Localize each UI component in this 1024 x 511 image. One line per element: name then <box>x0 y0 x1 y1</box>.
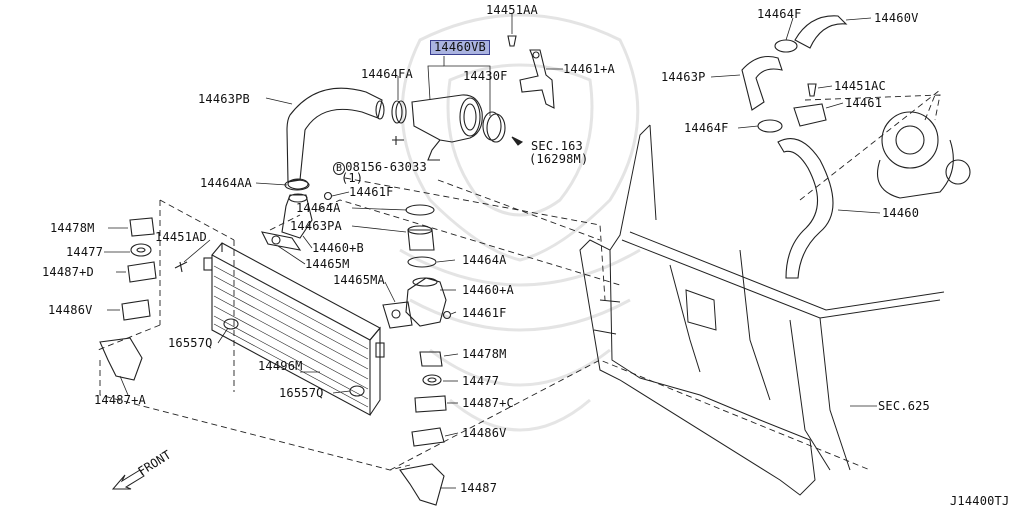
sec163-arrow <box>511 136 524 146</box>
label-14460A: 14460+A <box>462 283 514 297</box>
label-14451AC: 14451AC <box>834 79 886 93</box>
label-14463PB: 14463PB <box>198 92 250 106</box>
label-14464A-a: 14464A <box>296 201 341 215</box>
label-14460VB[interactable]: 14460VB <box>430 40 490 55</box>
clamp-14464F <box>757 119 783 133</box>
label-14460B: 14460+B <box>312 241 364 255</box>
label-14451AA: 14451AA <box>486 3 538 17</box>
intercooler-14496M <box>203 242 385 416</box>
label-14477-r: 14477 <box>462 374 500 388</box>
label-14487A: 14487+A <box>94 393 146 407</box>
label-14464AA: 14464AA <box>200 176 252 190</box>
label-sec163[interactable]: SEC.163 <box>531 139 583 153</box>
bracket-14487D <box>127 261 157 283</box>
hose-14463P <box>741 55 783 111</box>
turbocharger <box>876 111 971 199</box>
clamp-14464F-top <box>774 39 798 53</box>
label-14461: 14461 <box>845 96 883 110</box>
label-14464F-top: 14464F <box>757 7 802 21</box>
bracket-14486V-r <box>411 427 445 447</box>
label-14496M: 14496M <box>258 359 303 373</box>
label-14461F-b: 14461F <box>462 306 507 320</box>
bolt-14451AC <box>807 83 817 97</box>
label-14451AD: 14451AD <box>155 230 207 244</box>
clamp-14430F <box>482 111 506 143</box>
label-14487: 14487 <box>460 481 498 495</box>
diagram-code: J14400TJ <box>950 494 1010 508</box>
label-14465MA: 14465MA <box>333 273 385 287</box>
label-14460: 14460 <box>882 206 920 220</box>
bushing-14477-r <box>422 374 442 386</box>
bracket-14487C <box>414 395 447 413</box>
label-14478M-l: 14478M <box>50 221 95 235</box>
hose-14460V <box>794 15 848 49</box>
hose-14463PB <box>286 87 385 190</box>
label-14477-l: 14477 <box>66 245 104 259</box>
tube-14460B <box>281 193 313 239</box>
bolt-14451AA <box>507 35 517 47</box>
bracket-14487A <box>99 337 143 381</box>
label-14465M: 14465M <box>305 257 350 271</box>
assembly-dash-lines <box>97 89 941 471</box>
nut-14461F-b <box>442 310 452 320</box>
label-14464FA: 14464FA <box>361 67 413 81</box>
label-14487C: 14487+C <box>462 396 514 410</box>
label-14463PA: 14463PA <box>290 219 342 233</box>
bracket-14461A <box>519 49 555 109</box>
front-arrow-icon <box>111 469 145 490</box>
nut-14461F-a <box>323 191 333 201</box>
bushing-14477-l <box>130 243 152 257</box>
bracket-14486V-l <box>121 299 151 321</box>
label-14478M-r: 14478M <box>462 347 507 361</box>
label-14464F: 14464F <box>684 121 729 135</box>
label-16557Q-a: 16557Q <box>168 336 213 350</box>
label-14463P: 14463P <box>661 70 706 84</box>
label-16557Q-b: 16557Q <box>279 386 324 400</box>
mount-14478M-r <box>419 351 443 367</box>
front-label: FRONT <box>135 448 173 479</box>
insulator-16557Q-b <box>349 385 365 397</box>
clamp-14464A-a <box>405 204 435 216</box>
tube-14460VB <box>411 94 483 161</box>
label-sec163-sub: (16298M) <box>529 152 589 166</box>
label-14464A-b: 14464A <box>462 253 507 267</box>
clamp-14464FA <box>391 100 407 124</box>
bolt-08156 <box>392 136 404 145</box>
leader-lines <box>104 14 881 489</box>
hose-14463PA <box>407 225 435 251</box>
bracket-14487 <box>399 463 445 506</box>
label-14486V-l: 14486V <box>48 303 93 317</box>
gasket-14465M <box>261 231 302 251</box>
insulator-16557Q-a <box>223 318 239 330</box>
tube-14460A <box>405 277 447 327</box>
label-14486V-r: 14486V <box>462 426 507 440</box>
label-14461F-a: 14461F <box>349 185 394 199</box>
clamp-14464A-b <box>407 256 437 268</box>
label-14487D: 14487+D <box>42 265 94 279</box>
radiator-core-support <box>579 124 945 496</box>
label-14430F: 14430F <box>463 69 508 83</box>
mount-14478M-l <box>129 217 155 237</box>
hose-14460 <box>777 138 834 279</box>
bolt-14451AD <box>174 261 188 273</box>
label-14460V: 14460V <box>874 11 919 25</box>
watermark-emblem <box>399 13 641 432</box>
label-sec625[interactable]: SEC.625 <box>878 399 930 413</box>
bracket-14461 <box>793 103 827 127</box>
gasket-14465MA <box>382 301 413 329</box>
label-bolt-qty: (1) <box>341 171 364 185</box>
label-14461A-top: 14461+A <box>563 62 615 76</box>
